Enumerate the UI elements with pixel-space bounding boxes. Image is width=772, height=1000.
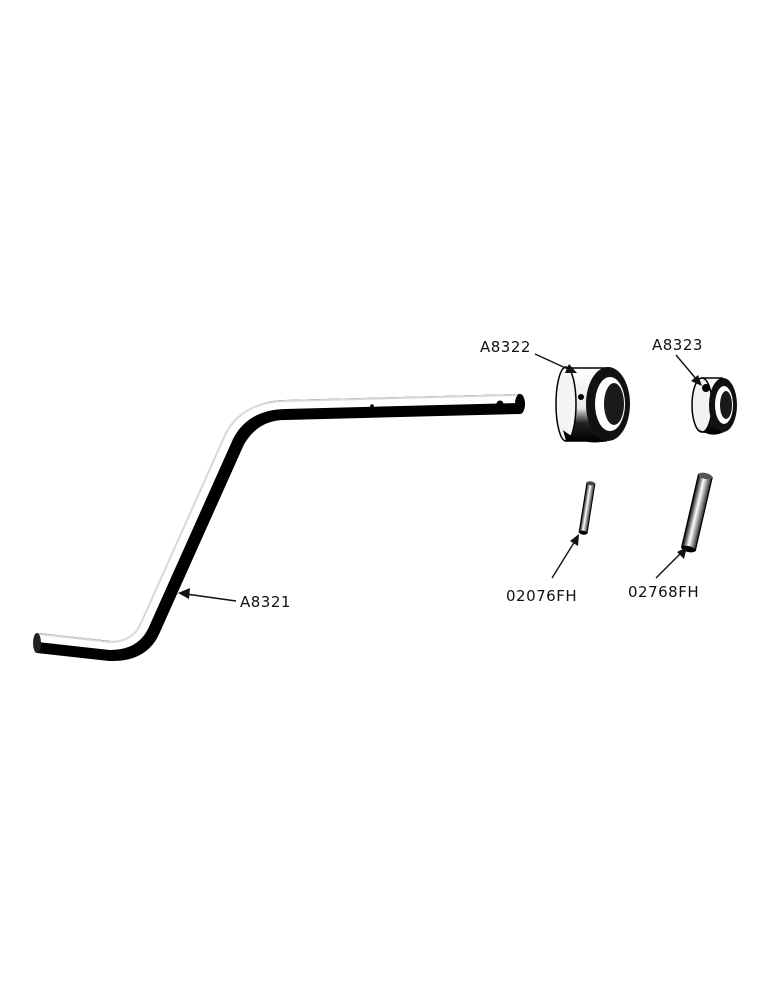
large-collar	[555, 366, 630, 443]
large-collar-bore	[604, 383, 624, 425]
leader-a8321	[178, 588, 237, 602]
long-pin-top-end	[698, 472, 713, 480]
short-pin-top-end	[586, 481, 595, 486]
large-collar-back-edge	[555, 366, 577, 442]
large-collar-bottom-shadow	[563, 430, 610, 443]
leader-02076fh	[551, 534, 579, 579]
crank-rod-end-cap	[33, 633, 41, 653]
crank-rod-hole	[496, 400, 504, 408]
long-pin-body	[680, 473, 713, 552]
large-collar-setscrew-hole	[578, 394, 584, 400]
small-collar-bottom-shadow	[694, 424, 724, 435]
label-a8323: A8323	[652, 336, 703, 354]
leader-a8322	[534, 353, 577, 373]
label-a8321: A8321	[240, 593, 291, 611]
small-collar-bore	[720, 391, 732, 419]
leader-02768fh	[655, 547, 687, 579]
crank-rod-dimple	[370, 404, 374, 408]
small-collar-setscrew-hole	[702, 384, 710, 392]
crank-rod-midtone	[37, 394, 519, 644]
crank-rod-outline	[36, 394, 521, 662]
short-pin-body	[578, 482, 596, 534]
crank-rod-highlight	[37, 395, 519, 650]
label-02076fh: 02076FH	[506, 587, 577, 605]
label-a8322: A8322	[480, 338, 531, 356]
label-02768fh: 02768FH	[628, 583, 699, 601]
leader-a8323	[675, 354, 702, 386]
small-collar	[691, 377, 737, 435]
long-pin	[680, 472, 713, 553]
short-pin-bottom-end	[579, 530, 588, 535]
crank-rod-shaft-end	[515, 394, 525, 414]
crank-rod	[33, 394, 525, 662]
short-pin	[578, 481, 596, 535]
